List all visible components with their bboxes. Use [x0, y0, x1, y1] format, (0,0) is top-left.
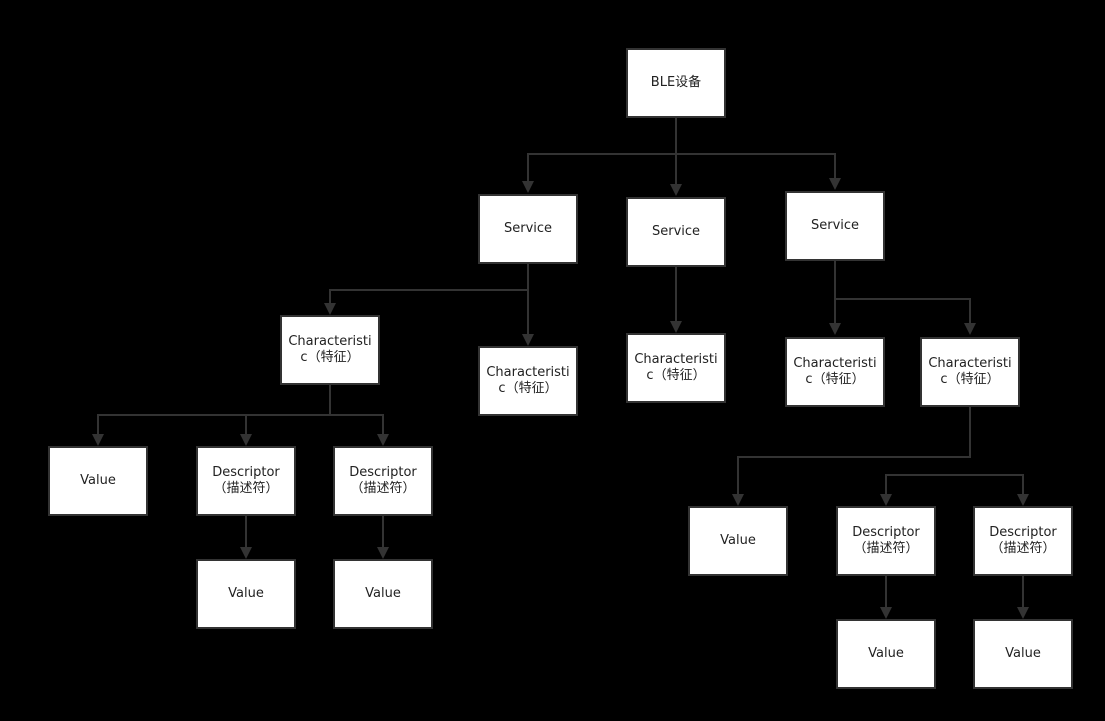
node-label: Characteristic（特征） [288, 334, 372, 365]
node-label: Value [1005, 646, 1041, 661]
edge-service-1-to-char-1 [329, 264, 529, 303]
node-label: BLE设备 [650, 75, 702, 90]
node-label: Characteristic（特征） [634, 352, 718, 383]
arrow-head [880, 494, 892, 506]
node-descriptor-1-value: Value [196, 559, 296, 629]
node-characteristic-3: Characteristic（特征） [626, 333, 726, 403]
arrow-head [670, 184, 682, 196]
node-descriptor-2-value: Value [333, 559, 433, 629]
arrow-head [377, 547, 389, 559]
node-label: Service [651, 224, 701, 239]
arrow-head [829, 178, 841, 190]
arrow-head [240, 547, 252, 559]
node-label: Descriptor（描述符） [989, 525, 1057, 556]
node-descriptor-4: Descriptor（描述符） [973, 506, 1073, 576]
arrow-head [964, 323, 976, 335]
edge-char-5-to-desc-4 [970, 474, 1024, 494]
node-label: Characteristic（特征） [486, 365, 570, 396]
node-value-1: Value [48, 446, 148, 516]
node-label: Value [365, 586, 401, 601]
node-characteristic-5: Characteristic（特征） [920, 337, 1020, 407]
node-ble-device: BLE设备 [626, 48, 726, 118]
node-descriptor-1: Descriptor（描述符） [196, 446, 296, 516]
edge-ble-to-service-3 [676, 153, 836, 178]
node-descriptor-4-value: Value [973, 619, 1073, 689]
node-characteristic-4: Characteristic（特征） [785, 337, 885, 407]
edge-service-3-to-char-5 [835, 298, 971, 323]
node-label: Value [80, 473, 116, 488]
node-label: Service [503, 221, 553, 236]
node-label: Descriptor（描述符） [349, 465, 417, 496]
node-label: Value [720, 533, 756, 548]
node-characteristic-1: Characteristic（特征） [280, 315, 380, 385]
edge-ble-to-service-1 [527, 118, 677, 181]
arrow-head [1017, 607, 1029, 619]
node-descriptor-3: Descriptor（描述符） [836, 506, 936, 576]
arrow-head [1017, 494, 1029, 506]
edge-char-5-to-desc-3 [885, 474, 970, 494]
node-descriptor-2: Descriptor（描述符） [333, 446, 433, 516]
arrow-head [880, 607, 892, 619]
node-service-3: Service [785, 191, 885, 261]
node-descriptor-3-value: Value [836, 619, 936, 689]
node-label: Characteristic（特征） [793, 356, 877, 387]
node-label: Value [228, 586, 264, 601]
arrow-head [829, 323, 841, 335]
node-service-1: Service [478, 194, 578, 264]
node-label: Service [810, 218, 860, 233]
node-label: Characteristic（特征） [928, 356, 1012, 387]
edge-char-1-to-desc-2 [330, 414, 384, 434]
edge-char-5-to-value-2 [737, 407, 971, 494]
arrow-head [522, 334, 534, 346]
node-value-2: Value [688, 506, 788, 576]
arrow-head [324, 303, 336, 315]
arrow-head [240, 434, 252, 446]
node-label: Descriptor（描述符） [852, 525, 920, 556]
node-label: Value [868, 646, 904, 661]
arrow-head [92, 434, 104, 446]
node-characteristic-2: Characteristic（特征） [478, 346, 578, 416]
node-label: Descriptor（描述符） [212, 465, 280, 496]
arrow-head [522, 181, 534, 193]
edge-char-1-to-value-1 [97, 385, 331, 434]
arrow-head [377, 434, 389, 446]
arrow-head [670, 321, 682, 333]
node-service-2: Service [626, 197, 726, 267]
arrow-head [732, 494, 744, 506]
